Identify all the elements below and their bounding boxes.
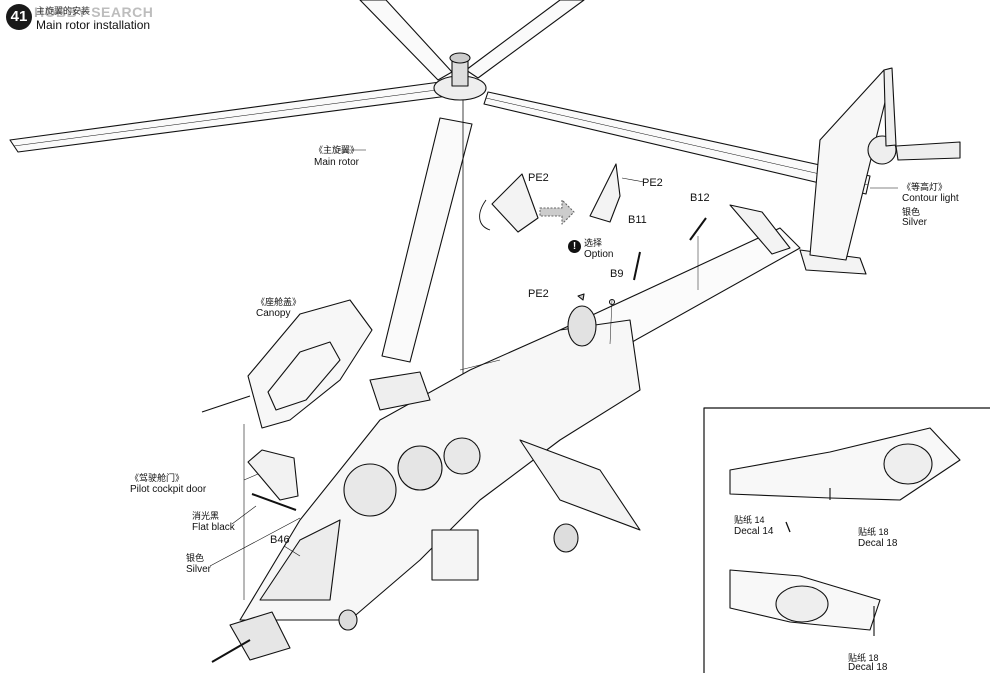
rotor-blade-upper-right <box>465 0 585 79</box>
contour-light-color-en: Silver <box>902 217 928 228</box>
contour-light-color-cn: 银色 <box>902 207 921 217</box>
exclamation-circle-icon: ! <box>568 240 581 253</box>
b11-part <box>633 251 641 281</box>
cockpit-door-label-en: Pilot cockpit door <box>130 484 207 495</box>
b9-label: B9 <box>610 268 624 280</box>
pe2-part-before <box>479 173 539 233</box>
option-label-cn: 选择 <box>584 238 603 248</box>
rotor-hub <box>433 52 487 380</box>
flat-black-label-cn: 消光黑 <box>192 511 220 521</box>
tail-boom <box>559 67 961 361</box>
cockpit-door-part <box>247 449 299 511</box>
rotor-blade-front <box>381 117 473 363</box>
decal-18-label-cn: 贴纸 18 <box>858 527 889 537</box>
pe2-small-part <box>577 293 585 301</box>
decal-18-label-en-lower: Decal 18 <box>848 662 888 673</box>
stub-wing <box>338 439 641 631</box>
rotor-blade-right <box>483 91 871 195</box>
flat-black-label-en: Flat black <box>192 522 235 533</box>
decal-18-label-en: Decal 18 <box>858 538 898 549</box>
decal-18-label-cn-lower: 贴纸 18 <box>848 653 879 663</box>
decal-inset <box>703 407 990 673</box>
rotor-blade-upper-left <box>359 0 453 81</box>
decal-14-label-cn: 贴纸 14 <box>734 515 765 525</box>
decal-14-label-en: Decal 14 <box>734 526 774 537</box>
option-label-en: Option <box>584 249 614 260</box>
pe2-small-label: PE2 <box>528 288 549 300</box>
b12-label: B12 <box>690 192 710 204</box>
pe2-label-right: PE2 <box>642 177 663 189</box>
rotor-blade-left <box>9 81 449 153</box>
b46-label: B46 <box>270 534 290 546</box>
fuselage <box>211 305 641 663</box>
canopy-label-en: Canopy <box>256 308 291 319</box>
canopy-label-cn: 《座舱盖》 <box>256 297 302 307</box>
b11-label: B11 <box>628 214 647 226</box>
dotted-arrow-icon <box>539 199 575 225</box>
pe2-label-left: PE2 <box>528 172 549 184</box>
contour-light-label-en: Contour light <box>902 193 959 204</box>
b12-part <box>689 217 707 290</box>
step-title-cn: 主旋翼的安装 <box>36 6 91 16</box>
step-number: 41 <box>6 4 32 30</box>
b9-part <box>608 298 616 345</box>
silver-label-cn: 银色 <box>186 553 205 563</box>
watermark: HOBBY SEARCH <box>34 4 154 20</box>
contour-light-label-cn: 《等高灯》 <box>902 182 948 192</box>
main-rotor-label-en: Main rotor <box>314 157 360 168</box>
pe2-part-after <box>589 163 645 223</box>
step-title-en: Main rotor installation <box>36 18 151 32</box>
canopy-part <box>201 299 373 600</box>
silver-label-en: Silver <box>186 564 212 575</box>
leader-lines <box>209 149 898 567</box>
main-rotor-label-cn: 《主旋翼》 <box>314 145 360 155</box>
cockpit-door-label-cn: 《驾驶舱门》 <box>130 473 185 483</box>
